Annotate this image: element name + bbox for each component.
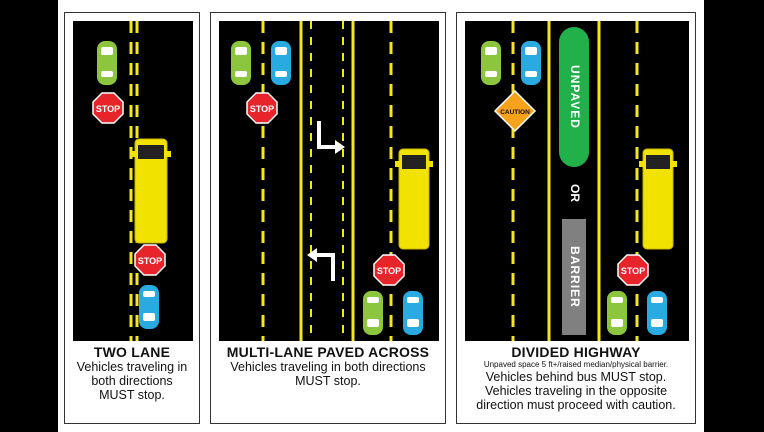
green-car xyxy=(607,291,627,335)
road-divided-highway: UNPAVED OR BARRIER xyxy=(465,21,689,341)
school-bus xyxy=(131,138,171,244)
caption-divided-highway: DIVIDED HIGHWAY Unpaved space 5 ft+/rais… xyxy=(457,344,695,412)
stop-sign-label: STOP xyxy=(138,256,162,266)
caption-line: Vehicles behind bus MUST stop. xyxy=(485,370,667,384)
caution-sign-label: CAUTION xyxy=(500,109,530,116)
blue-car xyxy=(271,41,291,85)
stop-sign-icon: STOP xyxy=(373,254,405,286)
caption-note: Unpaved space 5 ft+/raised median/physic… xyxy=(483,360,669,369)
stop-sign-label: STOP xyxy=(96,104,120,114)
caption-line: MUST stop. xyxy=(295,374,361,388)
blue-car xyxy=(403,291,423,335)
green-car xyxy=(481,41,501,85)
stop-sign-icon: STOP xyxy=(92,92,124,124)
stop-sign-label: STOP xyxy=(250,104,274,114)
panel-multi-lane: STOP xyxy=(210,12,446,424)
panel-title: DIVIDED HIGHWAY xyxy=(511,344,641,360)
green-car xyxy=(97,41,117,85)
school-bus xyxy=(395,148,433,250)
caution-sign-icon: CAUTION xyxy=(493,89,537,133)
school-bus xyxy=(639,148,677,250)
stop-sign-label: STOP xyxy=(621,266,645,276)
blue-car xyxy=(139,285,159,329)
median-label-barrier: BARRIER xyxy=(568,246,582,308)
panel-title: TWO LANE xyxy=(93,344,171,360)
caption-two-lane: TWO LANE Vehicles traveling in both dire… xyxy=(65,344,199,402)
physical-barrier: BARRIER xyxy=(562,219,586,335)
blue-car xyxy=(521,41,541,85)
panel-divided-highway: UNPAVED OR BARRIER xyxy=(456,12,696,424)
caption-line: both directions xyxy=(91,374,173,388)
road-multi-lane: STOP xyxy=(219,21,439,341)
caption-line: Vehicles traveling in both directions xyxy=(230,360,426,374)
turn-right-arrow-icon xyxy=(317,121,345,154)
median-label-or: OR xyxy=(568,184,582,202)
caption-line: direction must proceed with caution. xyxy=(476,398,676,412)
panel-title: MULTI-LANE PAVED ACROSS xyxy=(226,344,430,360)
stop-sign-icon: STOP xyxy=(134,244,166,276)
stop-sign-icon: STOP xyxy=(246,92,278,124)
stop-sign-label: STOP xyxy=(377,266,401,276)
unpaved-median: UNPAVED xyxy=(559,27,589,167)
caption-line: Vehicles traveling in xyxy=(76,360,188,374)
caption-line: MUST stop. xyxy=(99,388,165,402)
green-car xyxy=(231,41,251,85)
road-two-lane: STOP STOP xyxy=(73,21,193,341)
panel-two-lane: STOP STOP xyxy=(64,12,200,424)
caption-line: Vehicles traveling in the opposite xyxy=(484,384,668,398)
blue-car xyxy=(647,291,667,335)
median-label-unpaved: UNPAVED xyxy=(568,65,582,129)
green-car xyxy=(363,291,383,335)
infographic-sheet: STOP STOP xyxy=(58,0,704,432)
turn-left-arrow-icon xyxy=(307,248,335,281)
stop-sign-icon: STOP xyxy=(617,254,649,286)
caption-multi-lane: MULTI-LANE PAVED ACROSS Vehicles traveli… xyxy=(211,344,445,388)
